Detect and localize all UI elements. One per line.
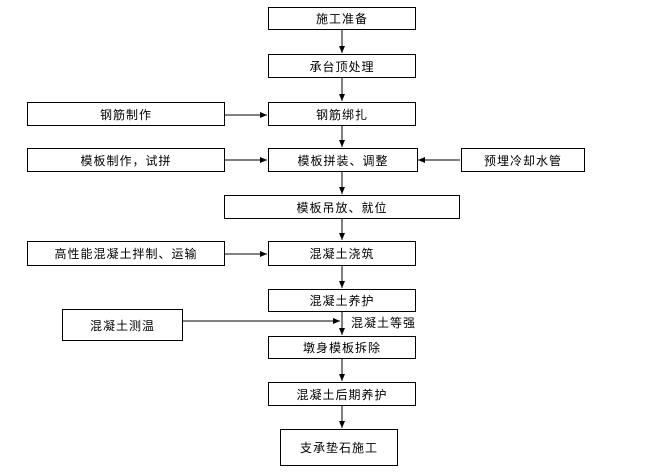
- input-cooling-pipes: 预埋冷却水管: [461, 148, 585, 172]
- step-rebar-binding: 钢筋绑扎: [268, 102, 416, 126]
- input-rebar-fabrication: 钢筋制作: [27, 102, 225, 126]
- step-concrete-pouring: 混凝土浇筑: [268, 241, 416, 266]
- label-concrete-strength: 混凝土等强: [351, 316, 417, 330]
- step-cap-top-treatment: 承台顶处理: [268, 54, 416, 78]
- step-formwork-hoisting: 模板吊放、就位: [224, 195, 460, 219]
- step-formwork-removal: 墩身模板拆除: [268, 336, 416, 359]
- step-formwork-assembly: 模板拼装、调整: [268, 148, 418, 172]
- step-concrete-curing: 混凝土养护: [268, 289, 416, 312]
- step-post-curing: 混凝土后期养护: [268, 382, 416, 406]
- step-construction-prep: 施工准备: [268, 7, 416, 30]
- step-bearing-pad: 支承垫石施工: [280, 429, 398, 466]
- input-temperature-monitoring: 混凝土测温: [62, 309, 183, 341]
- input-concrete-mixing: 高性能混凝土拌制、运输: [27, 241, 225, 266]
- input-formwork-fabrication: 模板制作，试拼: [27, 148, 225, 172]
